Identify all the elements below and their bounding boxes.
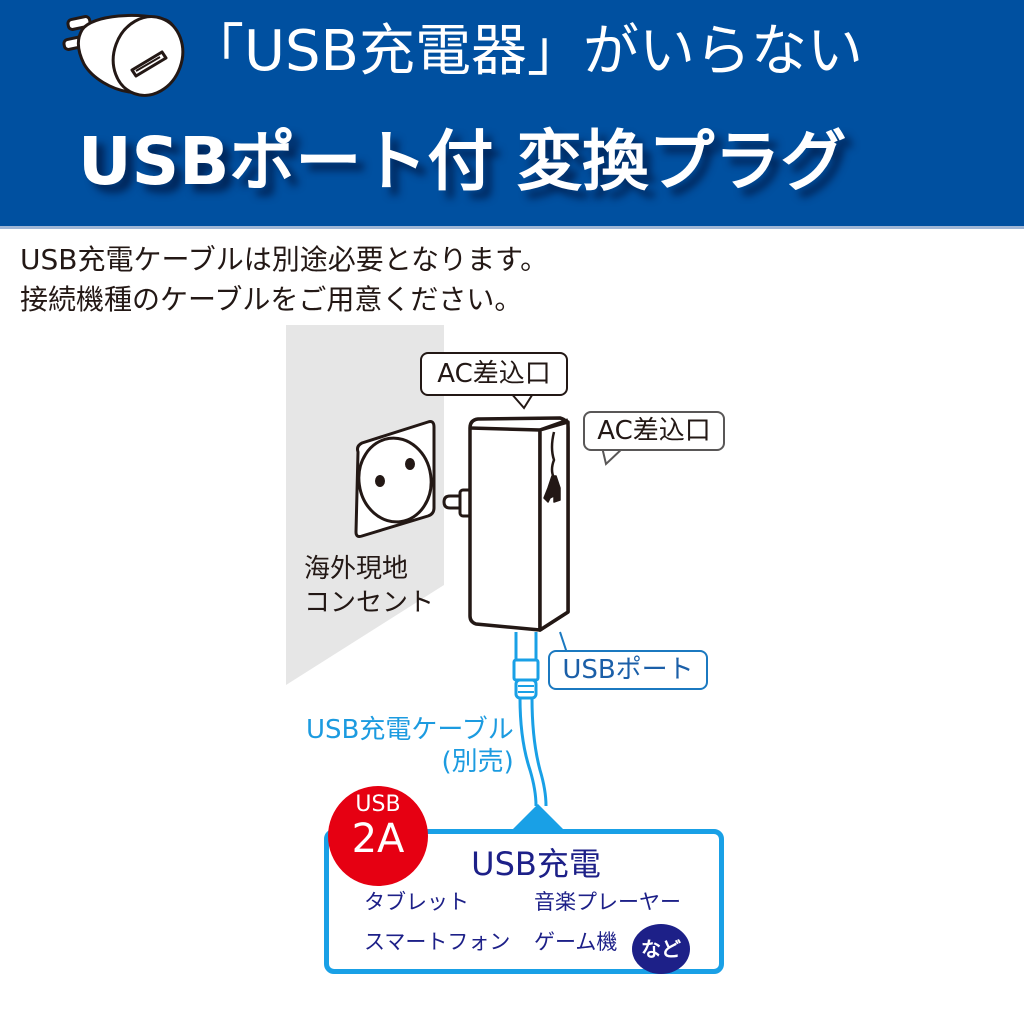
usb-port-callout: USBポート — [548, 650, 708, 690]
device-smartphone: スマートフォン — [364, 930, 511, 954]
cable-label-line-1: USB充電ケーブル — [306, 715, 514, 745]
note-line-2: 接続機種のケーブルをご用意ください。 — [20, 283, 523, 316]
usb-2a-badge-line-2: 2A — [351, 816, 405, 862]
adapter-body-icon — [468, 416, 570, 632]
header-title: USBポート付 変換プラグ — [78, 123, 847, 200]
ac-outlet-callout-top: AC差込口 — [420, 352, 568, 396]
outlet-label-line-1: 海外現地 — [304, 554, 409, 584]
outlet-label-line-2: コンセント — [304, 588, 435, 618]
usb-box-title: USB充電 — [471, 845, 601, 883]
header-subtitle: 「USB充電器」がいらない — [188, 19, 863, 84]
device-game-console: ゲーム機 — [534, 930, 618, 954]
note-text: USB充電ケーブルは別途必要となります。 接続機種のケーブルをご用意ください。 — [20, 240, 548, 320]
cable-label-line-2: (別売) — [441, 747, 514, 777]
cable-label: USB充電ケーブル (別売) — [306, 714, 514, 778]
device-music-player: 音楽プレーヤー — [534, 890, 681, 914]
header-banner: 「USB充電器」がいらない USBポート付 変換プラグ — [0, 0, 1024, 229]
outlet-label: 海外現地 コンセント — [304, 552, 434, 620]
device-tablet: タブレット — [364, 890, 469, 914]
ac-outlet-callout-side: AC差込口 — [583, 411, 725, 451]
wall-socket-icon — [354, 420, 436, 538]
usb-box-pointer — [510, 804, 566, 832]
etc-badge: など — [632, 924, 690, 974]
usb-2a-badge-line-1: USB — [355, 792, 401, 817]
usb-charger-plug-icon — [62, 13, 185, 97]
usb-2a-badge: USB 2A — [328, 786, 428, 886]
note-line-1: USB充電ケーブルは別途必要となります。 — [20, 243, 549, 276]
